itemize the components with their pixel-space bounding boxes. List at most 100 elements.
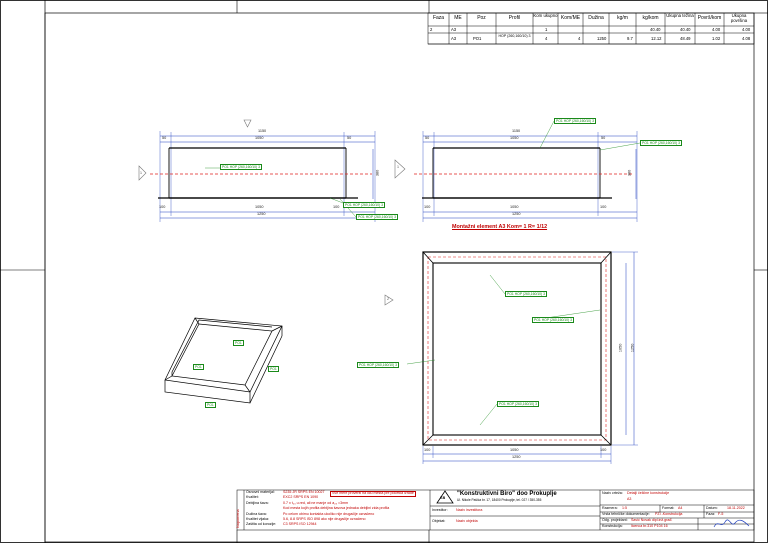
profile-tag: PO1 HOP (260,160/10) 3: [356, 214, 399, 221]
type-label: Vrsta tehničke dokumentacije:: [602, 512, 650, 516]
bom-header-kg-m: kg/m: [617, 15, 628, 21]
section-marker: 1: [397, 165, 399, 169]
title-label: Naziv crteža:: [602, 491, 623, 495]
note-value: EXC2 SRPS EN 1090: [283, 495, 319, 499]
table-cell: 9.7: [627, 36, 633, 41]
profile-tag: PO1 HOP (260,160/10) 3: [220, 164, 263, 171]
table-cell: 40.40: [680, 27, 691, 32]
note-label: Dužina šava:: [246, 512, 267, 516]
profile-tag: PO1 HOP (260,160/10) 3: [640, 140, 683, 147]
bom-header-profil: Profil: [508, 15, 521, 21]
bom-header-poz: Poz: [477, 15, 486, 21]
note-label: Osnovni materijal:: [246, 490, 275, 494]
bom-table-frame: [427, 12, 755, 45]
profile-tag: PO1 HOP (260,160/10) 3: [532, 317, 575, 324]
dim-overall: 1150: [258, 129, 267, 133]
iso-tag: PO1: [233, 340, 244, 347]
dim-end: 100: [159, 205, 166, 209]
bom-header-kg-kom: kg/kom: [642, 15, 659, 21]
investor-value: Naziv investitora: [456, 508, 483, 512]
note-label: Kvalitet:: [246, 495, 259, 499]
profile-tag: PO1 HOP (260,160/10) 3: [554, 118, 597, 125]
note-label: Zaštita od korozije:: [246, 522, 277, 526]
object-value: Naziv objekta: [456, 519, 478, 523]
note-warning: Sve mere proveriti na licu mesta pre poč…: [330, 491, 416, 497]
profile-tag: PO1 HOP (260,160/10) 3: [497, 401, 540, 408]
iso-tag: PO1: [193, 364, 204, 371]
title-sub: A3: [627, 497, 632, 501]
bom-header-duzina: Dužina: [588, 15, 604, 21]
object-label: Objekat:: [432, 519, 446, 523]
dim-end: 100: [333, 205, 340, 209]
table-cell: 4.00: [712, 27, 721, 32]
table-cell: PO1: [473, 36, 482, 41]
note-value: 0.7 x t₂₃ u.red, ali ne manje od a₂₃ =3m…: [283, 501, 349, 505]
table-cell: 40.40: [650, 27, 661, 32]
drawing-label: Konstrukcija:: [602, 524, 623, 528]
table-cell: 4.08: [742, 36, 751, 41]
note-value: S235 JR SRPS EN 10027: [283, 490, 325, 494]
date-value: 18.11.2022: [727, 506, 745, 510]
signature: [713, 519, 750, 528]
drawing-value: licenca br.310 P104 16: [631, 524, 668, 528]
section-view-left: [138, 119, 376, 222]
element-caption: Montažni element A3 Kom= 1 R= 1/12: [452, 224, 548, 230]
scale-label: Razmera:: [602, 506, 618, 510]
company-logo: KB: [440, 496, 446, 500]
note-value: Po celom obimu kontakta ukoliko nije dru…: [283, 512, 375, 516]
table-cell: 2: [430, 27, 433, 32]
table-cell: 1.02: [712, 36, 721, 41]
dim-length: 1250: [257, 212, 266, 216]
table-cell: 4: [545, 36, 548, 41]
note-label: Kvalitet vijaka:: [246, 517, 269, 521]
dim-plan-height-a: 1050: [618, 343, 623, 353]
dim-length: 1250: [512, 455, 521, 459]
profile-tag: PO1 HOP (260,160/10) 3: [505, 291, 548, 298]
bom-header-ukupna-tezina: Ukupna težina: [666, 13, 694, 18]
isometric-view: [164, 317, 283, 404]
dim-side: 50: [601, 136, 606, 140]
type-value: PZI -Konstrukcija: [655, 512, 683, 516]
note-value: 5.6, 8.8 SRPS ISO 898 ako nije drugačije…: [283, 517, 366, 521]
table-cell: 48.49: [680, 36, 691, 41]
note-value: Kod mesta kojih profila debljina šavova …: [283, 506, 390, 510]
dim-end: 100: [600, 205, 607, 209]
title-block-frame: [236, 489, 755, 531]
dim-overall: 1150: [512, 129, 521, 133]
note-value: C3 SRPS ISO 12944: [283, 522, 317, 526]
dim-end: 100: [424, 205, 431, 209]
investor-label: Investitor:: [432, 508, 448, 512]
iso-tag: PO1: [205, 402, 216, 409]
bom-header-kom-me: Kom/ME: [560, 15, 581, 21]
phase-value: F-5: [718, 512, 724, 516]
section-marker: 1: [140, 171, 142, 175]
designer-label: Odg. projektant:: [602, 518, 628, 522]
dim-inner: 1050: [255, 136, 264, 140]
bom-header-povrs-kom: Površ/kom: [697, 15, 722, 21]
dim-side: 50: [162, 136, 167, 140]
table-cell: 12.12: [651, 36, 662, 41]
phase-label: Faza:: [706, 512, 715, 516]
dim-length: 1250: [512, 212, 521, 216]
company-name: "Konstruktivni Biro" doo Prokuplje: [457, 491, 557, 497]
dim-end: 100: [424, 448, 431, 452]
section-view-right: [394, 131, 638, 222]
format-label: Format:: [662, 506, 675, 510]
table-cell: HOP (260,160/10) 3: [498, 34, 531, 38]
scale-value: 1:5: [622, 506, 627, 510]
profile-tag: PO1 HOP (260,160/10) 3: [343, 202, 386, 209]
designer-value: Savić Novak dipl.inž.građ.: [631, 518, 673, 522]
title-value: Detalji čelične konstrukcije: [627, 491, 670, 495]
profile-tag: PO1 HOP (260,160/10) 3: [357, 362, 400, 369]
table-cell: A3: [451, 36, 457, 41]
dim-height: 380: [375, 169, 380, 177]
table-cell: 4.00: [742, 27, 751, 32]
dim-height: 380: [627, 169, 632, 177]
dim-end: 100: [600, 448, 607, 452]
note-label: Debljina šava:: [246, 501, 269, 505]
dim-mid: 1050: [510, 205, 519, 209]
dim-inner: 1050: [510, 136, 519, 140]
dim-mid: 1050: [255, 205, 264, 209]
bom-header-kom-ukupno: Kom ukupno: [533, 13, 558, 18]
